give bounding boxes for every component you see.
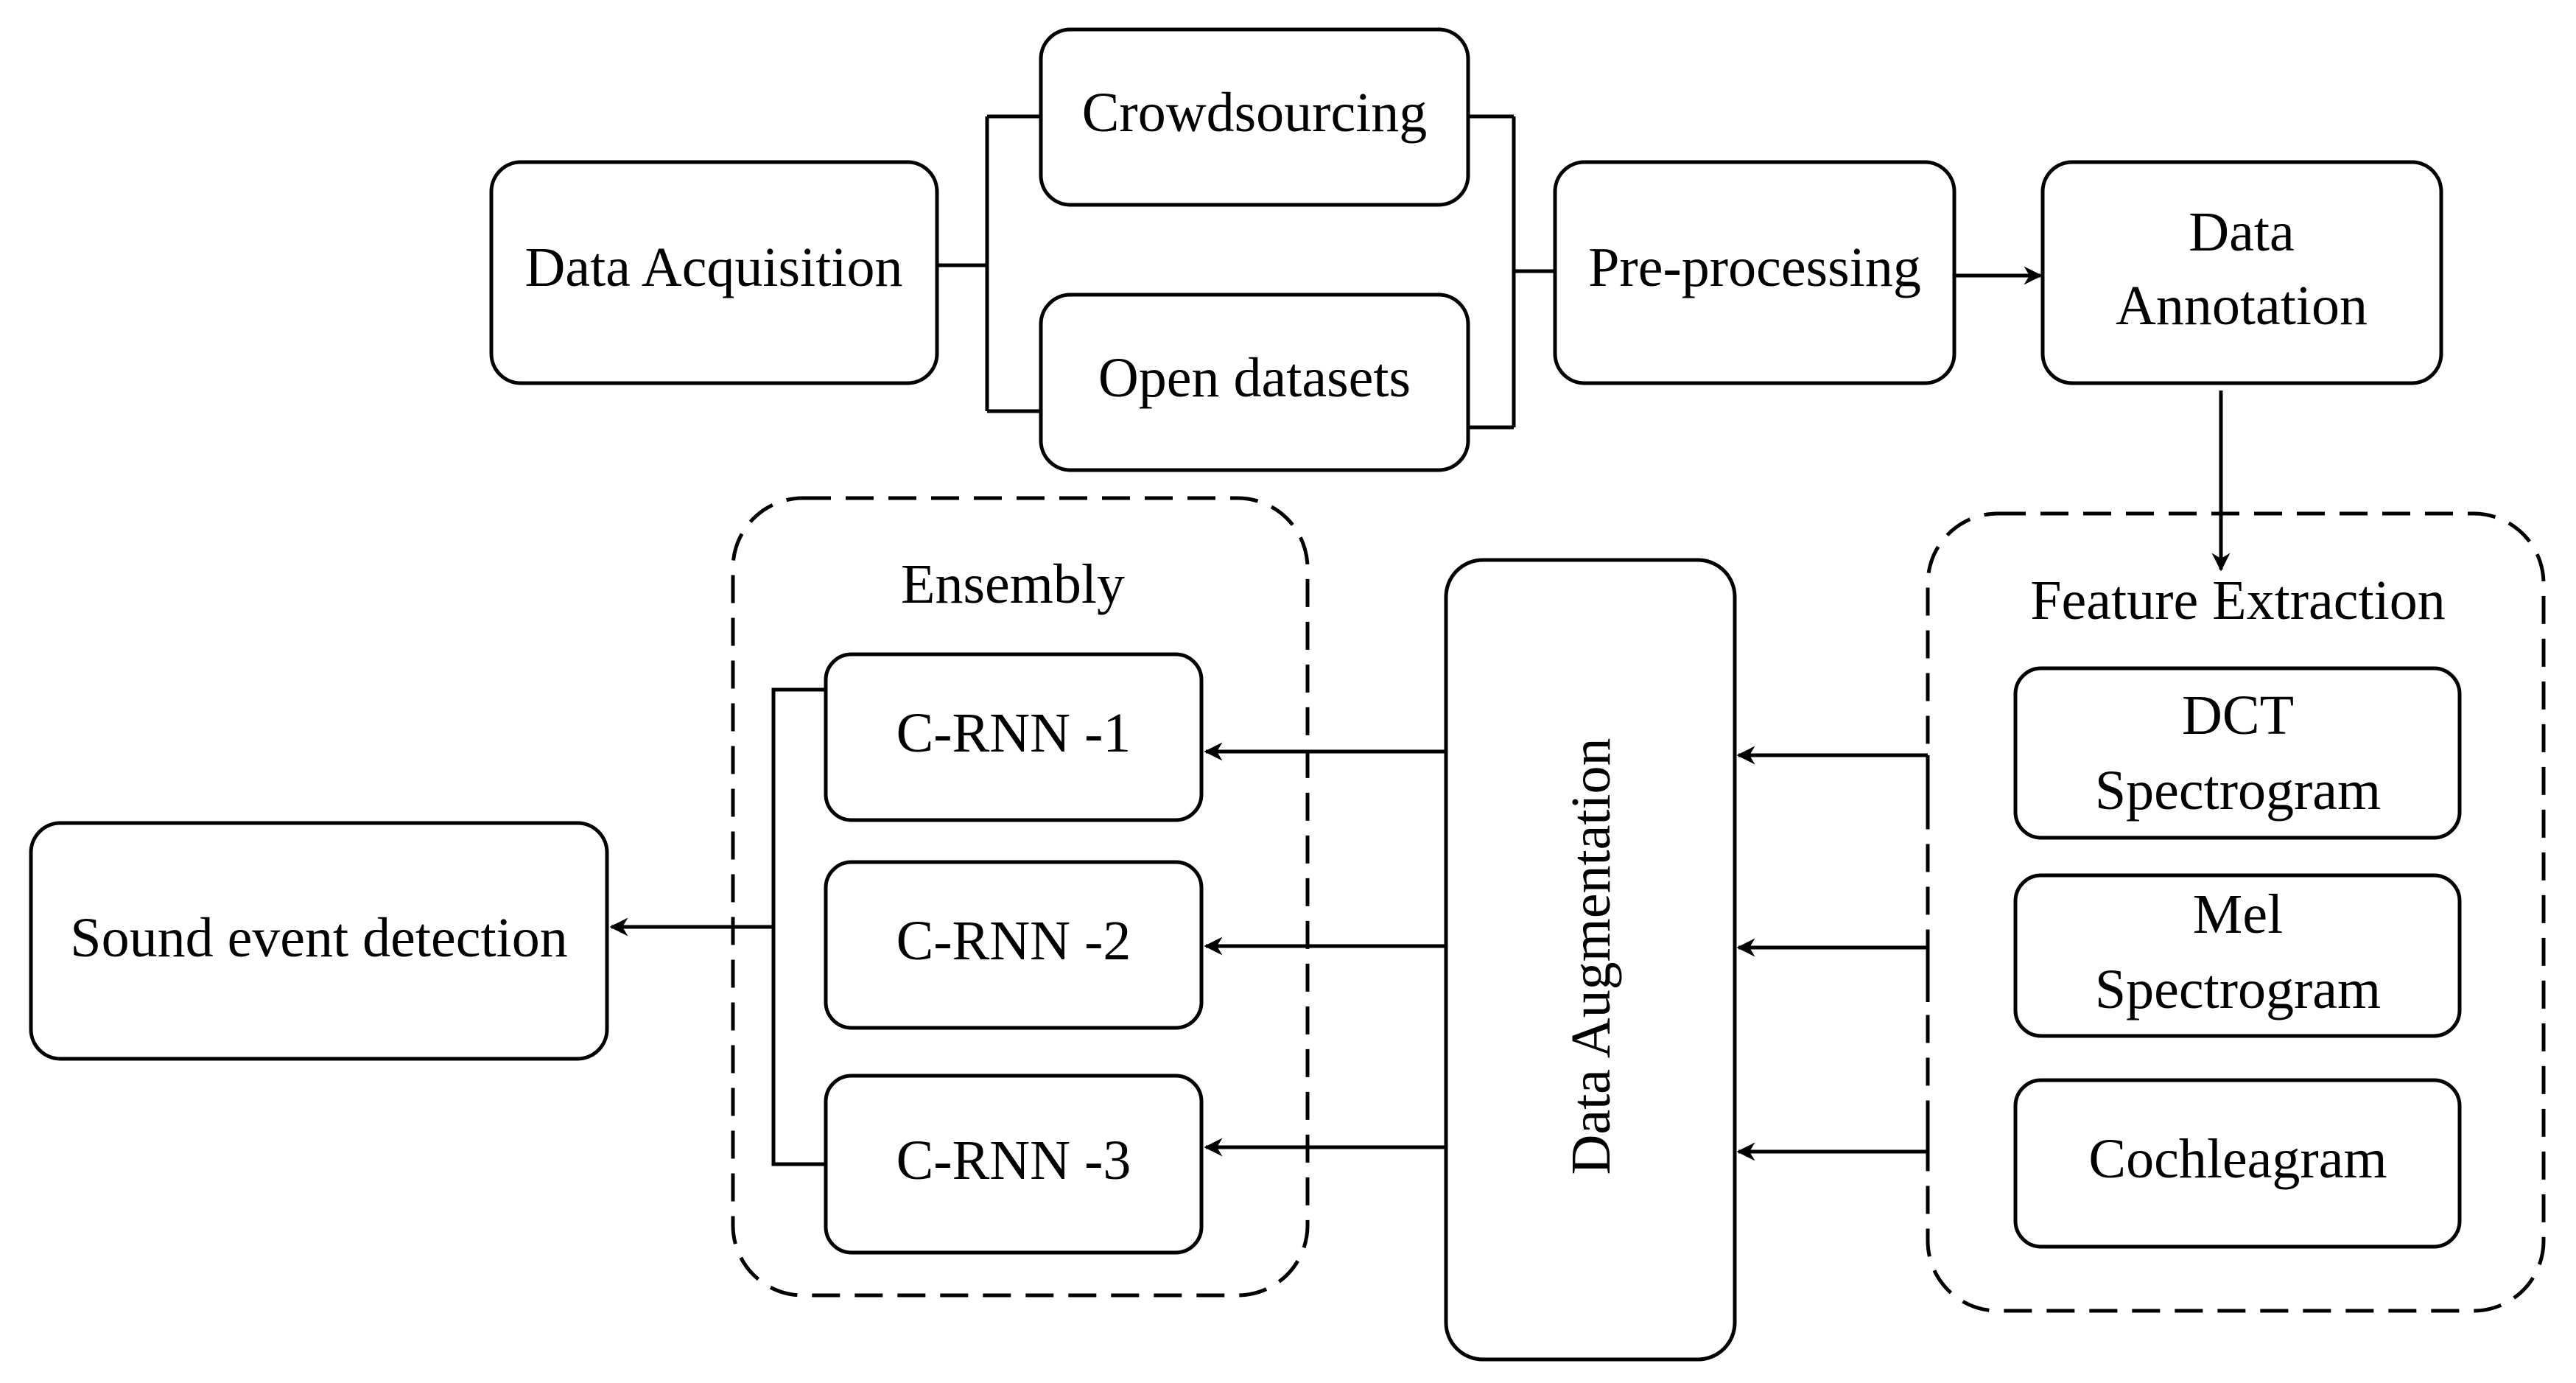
crnn-1-node: [824, 652, 1204, 822]
cochleagram-label: Cochleagram: [2088, 1128, 2387, 1190]
acquisition-split-connector: [937, 114, 1041, 413]
sound-event-detection-label: Sound event detection: [70, 907, 567, 969]
feature-extraction-group: [1926, 511, 2546, 1313]
crnn-2-label: C-RNN -2: [896, 910, 1131, 972]
open-datasets-node: [1039, 293, 1470, 472]
dct-spectrogram-node: [2013, 666, 2462, 840]
crowdsourcing-label: Crowdsourcing: [1082, 82, 1428, 144]
dct-spectrogram-label-line2: Spectrogram: [2095, 760, 2381, 822]
pre-processing-label: Pre-processing: [1588, 237, 1921, 298]
data-augmentation-node: [1444, 558, 1737, 1362]
data-acquisition-node: [489, 160, 939, 385]
data-annotation-label-line1: Data: [2189, 201, 2294, 263]
ensembly-group-label: Ensembly: [901, 553, 1125, 615]
dct-spectrogram-label-line1: DCT: [2182, 685, 2294, 746]
sources-merge-connector: [1468, 114, 1555, 430]
cochleagram-node: [2013, 1078, 2462, 1249]
ensemble-bracket-connector: [718, 687, 826, 1166]
data-augmentation-label: Data Augmentation: [1560, 738, 1622, 1174]
mel-spectrogram-label-line1: Mel: [2193, 883, 2283, 945]
sound-event-detection-node: [29, 821, 609, 1061]
feature-extraction-group-label: Feature Extraction: [2030, 570, 2445, 631]
data-annotation-label-line2: Annotation: [2116, 275, 2368, 337]
data-acquisition-label: Data Acquisition: [525, 237, 903, 298]
crnn-2-node: [824, 860, 1204, 1030]
mel-spectrogram-node: [2013, 873, 2462, 1038]
crnn-3-label: C-RNN -3: [896, 1130, 1131, 1191]
crnn-1-label: C-RNN -1: [896, 702, 1131, 764]
ensembly-group: [731, 496, 1310, 1298]
open-datasets-label: Open datasets: [1098, 347, 1411, 409]
data-annotation-node: [2040, 160, 2443, 385]
mel-spectrogram-label-line2: Spectrogram: [2095, 959, 2381, 1020]
